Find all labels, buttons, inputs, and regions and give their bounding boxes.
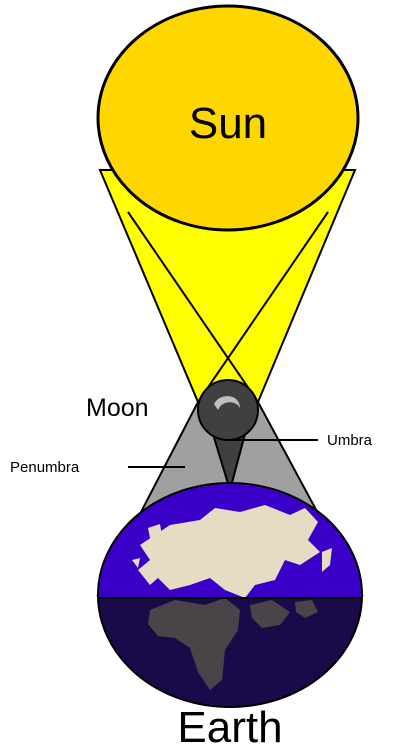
earth-label: Earth (177, 703, 282, 748)
moon (198, 380, 258, 440)
penumbra-label: Penumbra (10, 459, 80, 476)
sun-label: Sun (189, 99, 267, 148)
moon-label: Moon (86, 394, 149, 422)
umbra-label: Umbra (327, 432, 373, 449)
earth (90, 470, 370, 718)
